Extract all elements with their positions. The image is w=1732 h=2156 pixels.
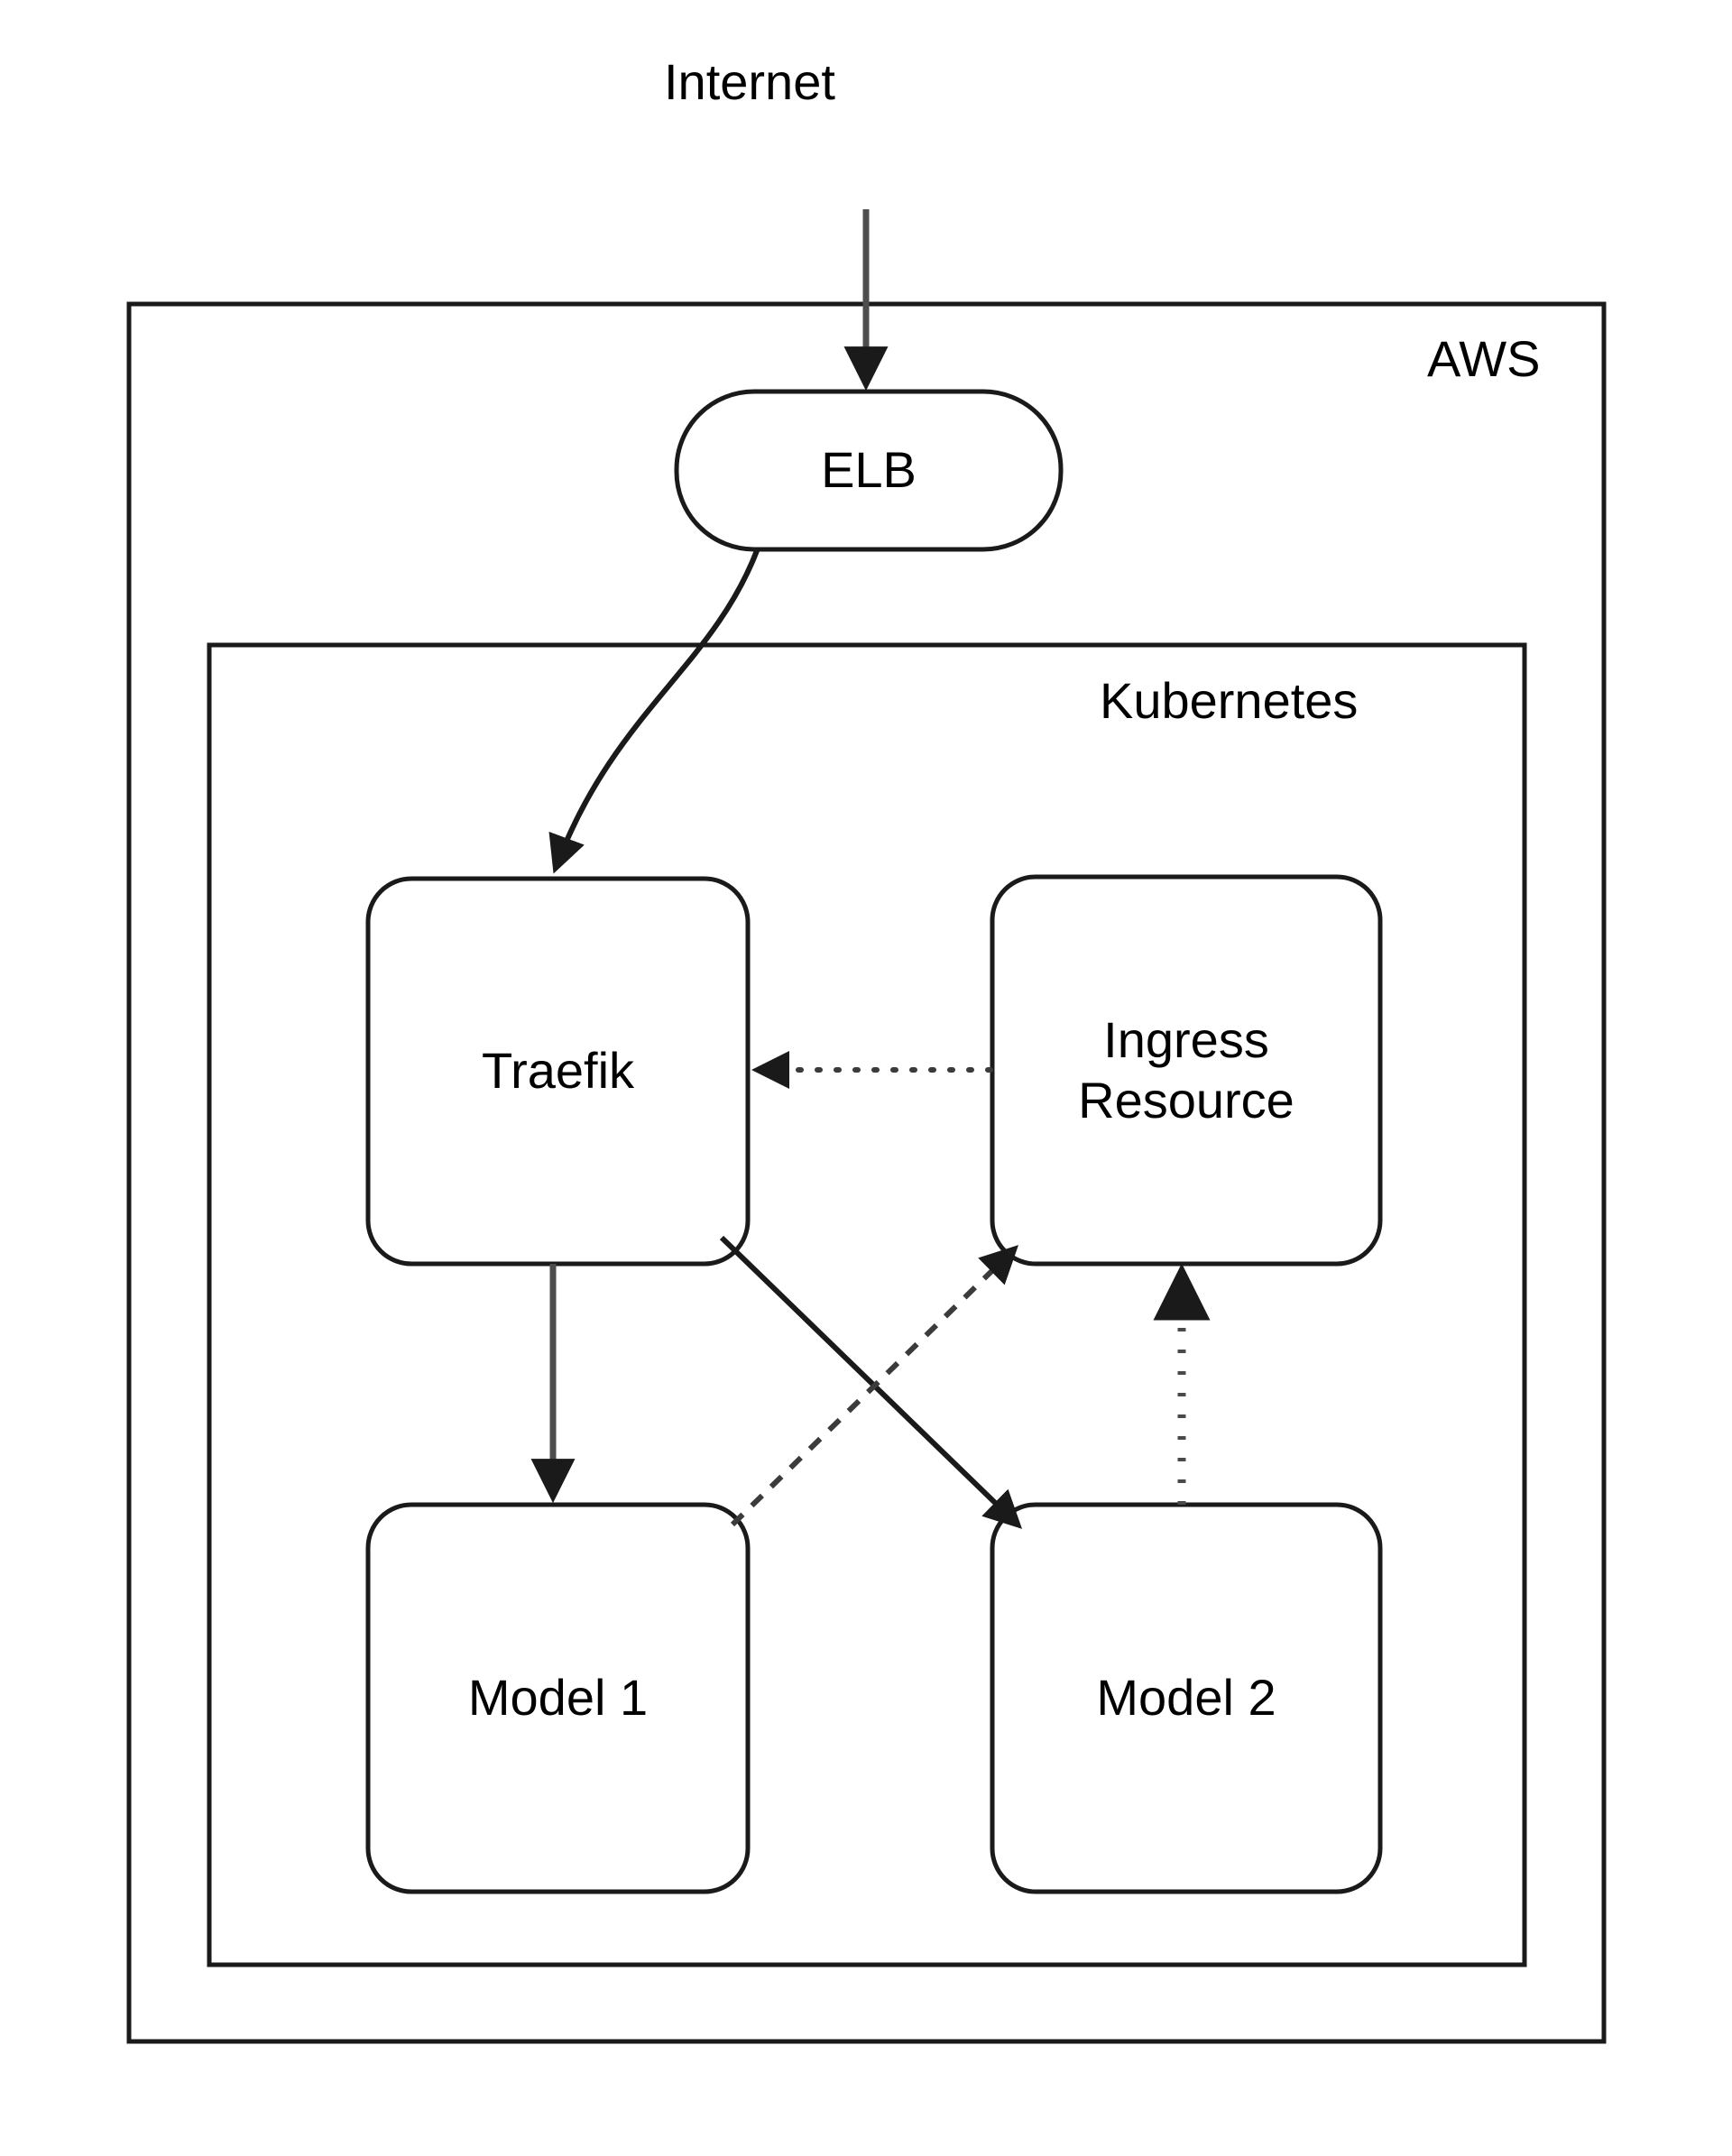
- boundary-label-kubernetes: Kubernetes: [1100, 672, 1359, 729]
- boundary-label-aws: AWS: [1427, 330, 1541, 387]
- boundary-kubernetes: [207, 642, 1527, 1967]
- node-ingress-resource-shape[interactable]: [990, 874, 1383, 1267]
- node-elb-shape[interactable]: [674, 389, 1064, 552]
- label-internet: Internet: [664, 53, 835, 110]
- edge-elb-to-traefik: [548, 547, 760, 874]
- node-model-1-shape[interactable]: [365, 1502, 751, 1894]
- edge-traefik-to-model-2: [719, 1235, 1023, 1529]
- node-traefik-shape[interactable]: [365, 876, 751, 1267]
- edge-model-1-to-ingress-resource: [730, 1245, 1019, 1527]
- boundary-aws: [126, 301, 1607, 2044]
- node-model-2-shape[interactable]: [990, 1502, 1383, 1894]
